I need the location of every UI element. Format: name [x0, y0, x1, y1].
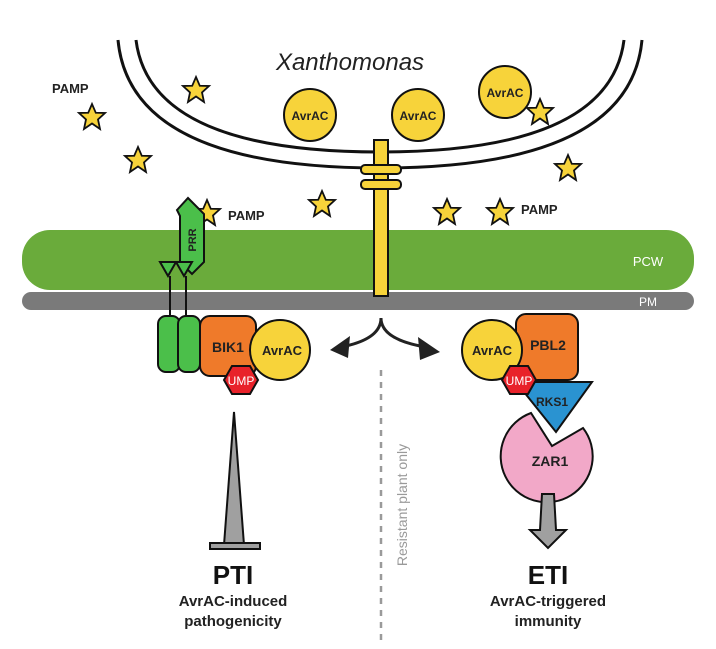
pamp-label: PAMP: [228, 208, 265, 223]
pm-label: PM: [639, 295, 657, 309]
avrac-left-label: AvrAC: [262, 343, 303, 358]
pti-line2: pathogenicity: [184, 613, 282, 630]
ump-right-shape: [500, 365, 538, 395]
pamp-star-icon: [180, 74, 212, 105]
bacterium-name: Xanthomonas: [275, 49, 424, 76]
arrowhead-right-icon: [418, 337, 440, 360]
left-complex: BIK1 AvrAC UMP: [199, 315, 311, 395]
pbl2-label: PBL2: [530, 337, 566, 353]
zar1-shape: [499, 411, 594, 504]
pamp-star-icon: [122, 144, 154, 175]
eti-outcome: ETI AvrAC-triggered immunity: [490, 560, 606, 630]
pamp-label: PAMP: [52, 81, 89, 96]
effector-branch-arrows: [330, 317, 440, 360]
pamp-star-icon: [552, 152, 584, 183]
rks1-label: RKS1: [536, 395, 568, 409]
pamp-star-icon: [484, 196, 516, 227]
ump-left-label: UMP: [228, 374, 255, 388]
ump-right-label: UMP: [506, 374, 533, 388]
pamp-star-icon: [306, 188, 338, 219]
arrowhead-left-icon: [330, 336, 350, 358]
pamp-label: PAMP: [521, 202, 558, 217]
plasma-membrane: PM: [22, 292, 694, 310]
eti-line2: immunity: [515, 613, 582, 630]
right-complex: PBL2 AvrAC ZAR1 RKS1 UMP: [461, 313, 594, 504]
pamp-star-icon: [431, 196, 463, 227]
pamp-star-icon: [76, 101, 108, 132]
avrac-right-label: AvrAC: [472, 343, 513, 358]
pcw-label: PCW: [633, 254, 664, 269]
pti-title: PTI: [213, 560, 253, 590]
pti-line1: AvrAC-induced: [179, 593, 288, 610]
zar1-label: ZAR1: [532, 453, 569, 469]
svg-text:AvrAC: AvrAC: [292, 109, 329, 123]
bik1-label: BIK1: [212, 339, 244, 355]
effector-avrac: AvrAC: [478, 65, 532, 119]
effector-avrac: AvrAC: [283, 88, 337, 142]
avrac-right-shape: [461, 319, 523, 381]
rks1-shape: [513, 381, 594, 434]
svg-text:AvrAC: AvrAC: [400, 109, 437, 123]
pamp-star-icon: [524, 96, 556, 127]
secretion-system: [360, 139, 402, 297]
pti-outcome: PTI AvrAC-induced pathogenicity: [179, 560, 288, 630]
eti-title: ETI: [528, 560, 568, 590]
plant-cell-wall: PCW: [22, 230, 694, 290]
prr-receptor: PRR: [157, 196, 205, 373]
avrac-left-shape: [249, 319, 311, 381]
svg-text:AvrAC: AvrAC: [487, 86, 524, 100]
divider-label: Resistant plant only: [394, 444, 410, 566]
eti-activation-arrow: [527, 493, 569, 550]
pamp-stars: [76, 74, 584, 228]
effector-avrac: AvrAC: [391, 88, 445, 142]
ump-left-shape: [222, 365, 260, 395]
effector-pool: AvrAC AvrAC AvrAC: [283, 65, 532, 142]
pti-inhibition-arrow: [209, 411, 261, 550]
prr-label: PRR: [187, 228, 199, 251]
eti-line1: AvrAC-triggered: [490, 593, 606, 610]
